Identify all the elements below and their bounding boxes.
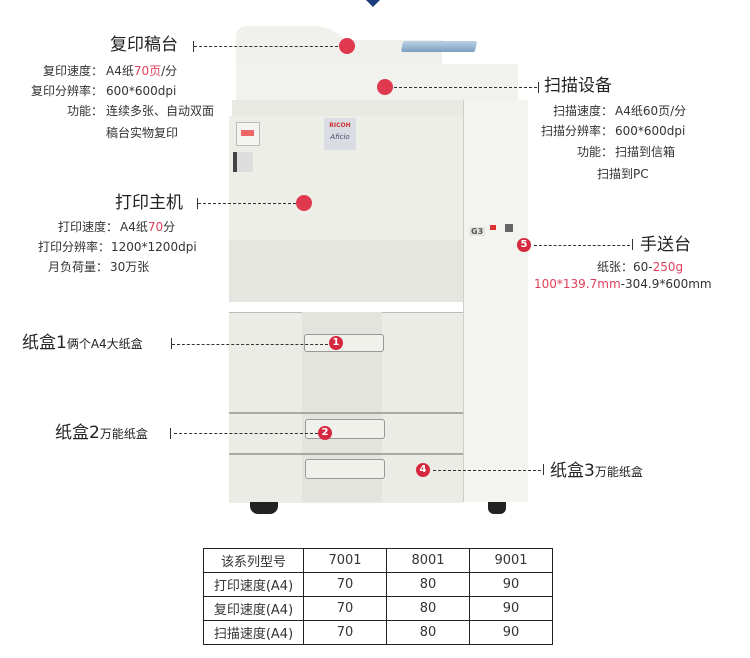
print-resolution-label: 打印分辨率： xyxy=(37,240,110,254)
bypass-title: 手送台 xyxy=(640,235,691,255)
scanner-title: 扫描设备 xyxy=(544,76,612,96)
tray3-title: 纸盒3万能纸盒 xyxy=(550,461,643,481)
caster-right xyxy=(488,502,506,514)
tray1-handle[interactable] xyxy=(304,334,384,352)
print-speed-label: 打印速度： xyxy=(57,220,118,234)
print-engine-marker xyxy=(296,195,312,211)
table-header-cell: 7001 xyxy=(303,548,387,573)
lower-front-panel xyxy=(229,240,463,302)
print-engine-leader xyxy=(198,203,296,204)
monthly-duty-value: 30万张 xyxy=(110,260,150,274)
energy-logo xyxy=(505,224,513,232)
bypass-paper-weight: 纸张：60-250g xyxy=(597,260,684,274)
bypass-number-badge: 5 xyxy=(517,238,531,252)
tray2-number-badge: 2 xyxy=(318,426,332,440)
scan-function-value: 扫描到信箱 xyxy=(615,145,676,159)
copy-function-value-2: 稿台实物复印 xyxy=(106,126,179,140)
tray1-title: 纸盒1俩个A4大纸盒 xyxy=(22,333,143,353)
tray3-leader xyxy=(433,470,541,471)
print-speed-value: A4纸70分 xyxy=(120,220,176,234)
brand-plate: RICOH Aficio xyxy=(324,118,356,150)
table-cell: 打印速度(A4) xyxy=(203,572,304,597)
table-cell: 80 xyxy=(386,572,470,597)
scan-speed-value: A4纸60页/分 xyxy=(615,104,687,118)
scan-function-value-2: 扫描到PC xyxy=(597,167,649,181)
table-cell: 复印速度(A4) xyxy=(203,596,304,621)
table-header-cell: 8001 xyxy=(386,548,470,573)
copy-speed-value: A4纸70页/分 xyxy=(106,64,178,78)
table-cell: 80 xyxy=(386,596,470,621)
copy-speed-label: 复印速度： xyxy=(42,64,103,78)
top-chevron-icon xyxy=(366,0,380,7)
copy-function-label: 功能： xyxy=(66,104,103,118)
scan-feed-tray xyxy=(400,41,478,52)
scanner-leader xyxy=(394,87,537,88)
table-cell: 70 xyxy=(303,620,387,645)
cert-logo xyxy=(490,225,496,230)
table-cell: 90 xyxy=(469,620,553,645)
scan-speed-label: 扫描速度： xyxy=(552,104,613,118)
bypass-leader xyxy=(534,245,630,246)
table-row: 扫描速度(A4) 70 80 90 xyxy=(203,620,553,645)
warning-label xyxy=(236,122,260,146)
scan-resolution-label: 扫描分辨率： xyxy=(540,124,613,138)
copy-function-value: 连续多张、自动双面 xyxy=(106,104,215,118)
table-cell: 80 xyxy=(386,620,470,645)
monthly-duty-label: 月负荷量： xyxy=(47,260,108,274)
table-header-cell: 该系列型号 xyxy=(203,548,304,573)
table-cell: 70 xyxy=(303,596,387,621)
instruction-sticker xyxy=(233,152,253,172)
right-side-panel xyxy=(463,100,528,502)
caster-left xyxy=(250,502,278,514)
table-header-cell: 9001 xyxy=(469,548,553,573)
tray2-handle[interactable] xyxy=(305,419,385,439)
copy-table-marker xyxy=(339,38,355,54)
tray2-leader xyxy=(174,433,318,434)
table-row: 复印速度(A4) 70 80 90 xyxy=(203,596,553,621)
bypass-paper-size: 100*139.7mm-304.9*600mm xyxy=(534,277,712,291)
tray3-number-badge: 4 xyxy=(416,463,430,477)
scan-resolution-value: 600*600dpi xyxy=(615,124,686,138)
table-cell: 90 xyxy=(469,596,553,621)
tray3-handle[interactable] xyxy=(305,459,385,479)
copy-table-leader xyxy=(194,46,338,47)
copy-resolution-value: 600*600dpi xyxy=(106,84,177,98)
tray1-number-badge: 1 xyxy=(329,336,343,350)
table-cell: 70 xyxy=(303,572,387,597)
scanner-marker xyxy=(377,79,393,95)
table-header-row: 该系列型号 7001 8001 9001 xyxy=(203,548,553,573)
copy-table-title: 复印稿台 xyxy=(110,35,178,55)
model-spec-table: 该系列型号 7001 8001 9001 打印速度(A4) 70 80 90 复… xyxy=(203,548,553,645)
tray1-leader xyxy=(172,344,328,345)
scan-function-label: 功能： xyxy=(576,145,613,159)
print-engine-title: 打印主机 xyxy=(115,193,183,213)
print-resolution-value: 1200*1200dpi xyxy=(111,240,197,254)
fax-badge: G3 xyxy=(469,227,486,236)
tray2-title: 纸盒2万能纸盒 xyxy=(55,423,148,443)
table-cell: 90 xyxy=(469,572,553,597)
table-row: 打印速度(A4) 70 80 90 xyxy=(203,572,553,597)
table-cell: 扫描速度(A4) xyxy=(203,620,304,645)
copy-resolution-label: 复印分辨率： xyxy=(30,84,103,98)
